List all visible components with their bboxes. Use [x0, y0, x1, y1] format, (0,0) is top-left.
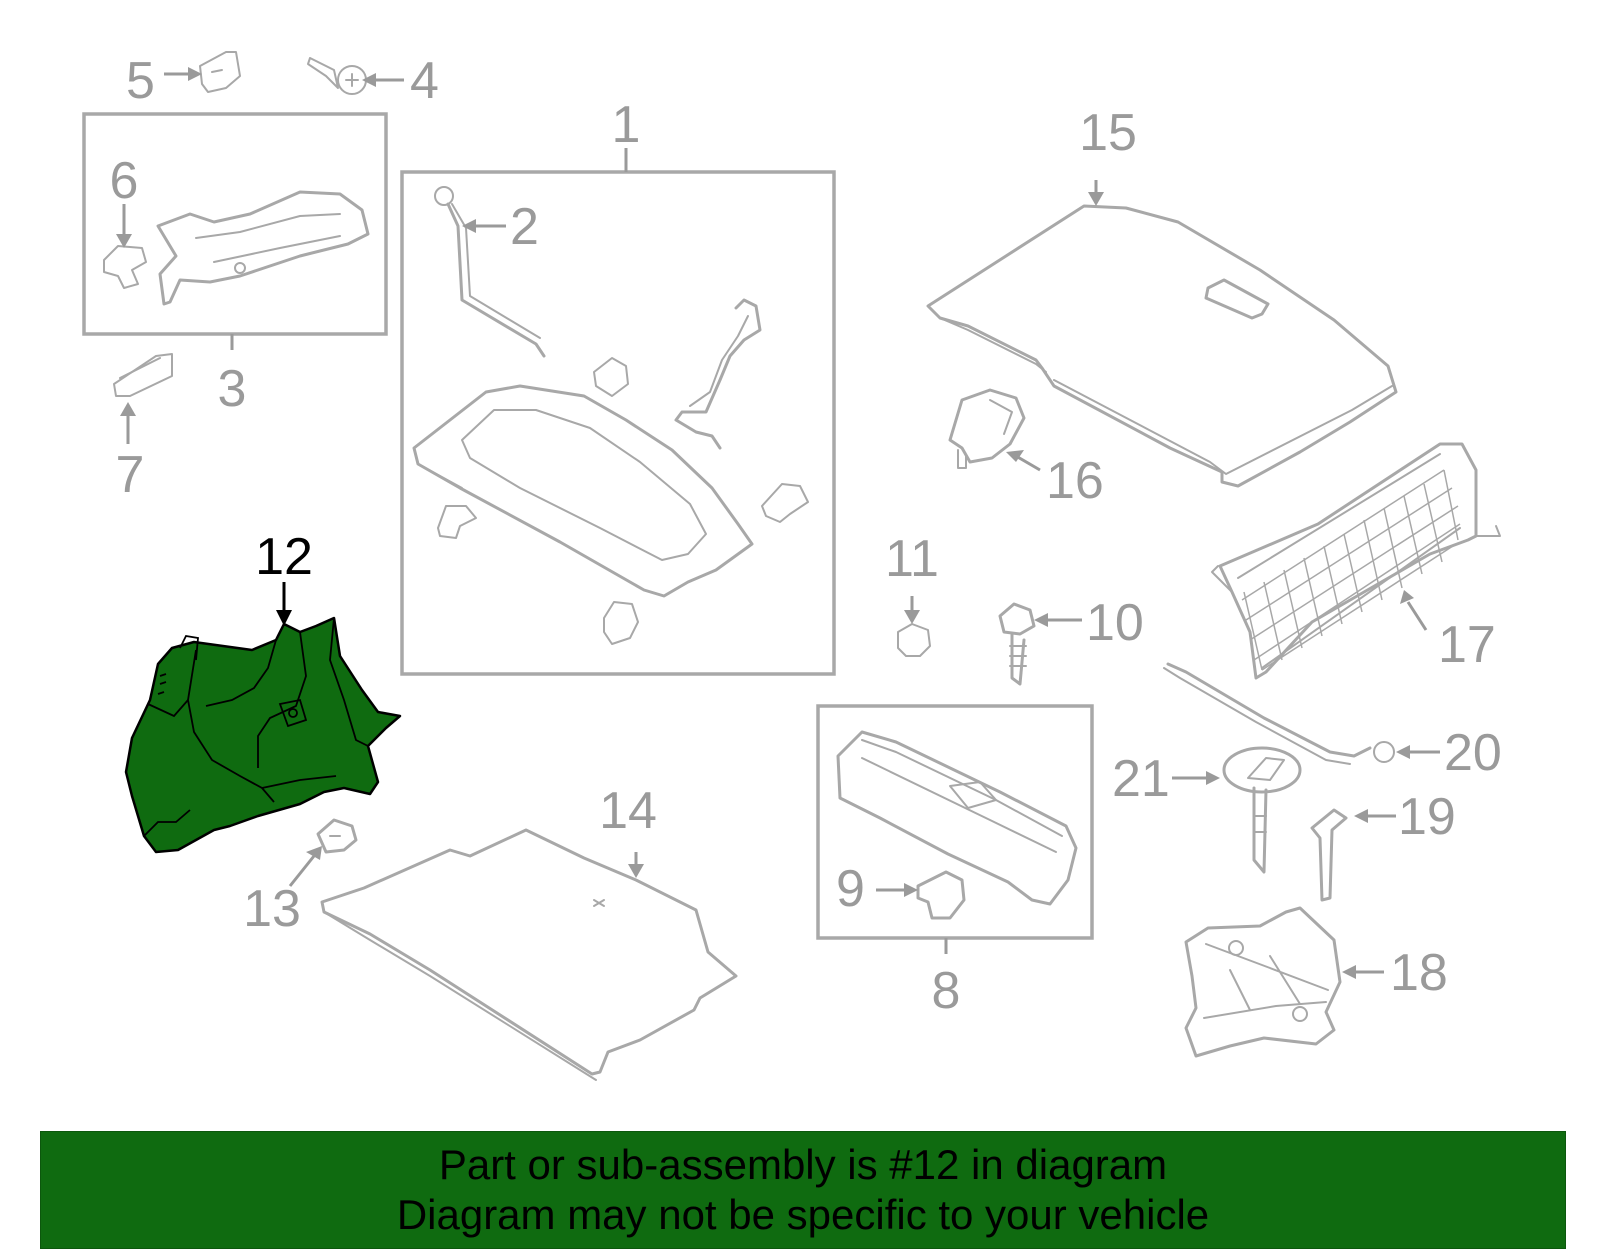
part-3-group-box: [82, 112, 388, 336]
callout-3: 3: [218, 360, 247, 418]
callout-7: 7: [116, 446, 145, 504]
part-3-trim-bracket: [156, 190, 370, 306]
part-1-clip-c: [761, 483, 809, 523]
callout-19: 19: [1398, 788, 1456, 846]
part-12-quarter-trim-panel-highlighted: [124, 616, 402, 854]
part-14-trunk-floor-mat: [320, 828, 738, 1081]
part-18-jack: [1184, 906, 1342, 1058]
part-13-push-pin: [316, 818, 358, 854]
callout-1: 1: [612, 96, 641, 154]
callout-2: 2: [510, 198, 539, 256]
part-1-package-shelf: [412, 384, 754, 598]
caption-banner: Part or sub-assembly is #12 in diagram D…: [40, 1131, 1566, 1249]
callout-13: 13: [243, 880, 301, 938]
callout-9: 9: [836, 860, 865, 918]
callout-15: 15: [1079, 104, 1137, 162]
part-8-scuff-plate: [836, 730, 1078, 906]
part-19-hook: [1310, 808, 1348, 902]
callout-10: 10: [1086, 594, 1144, 652]
part-1-clip-b: [437, 505, 477, 539]
callout-5: 5: [126, 52, 155, 110]
part-7-bracket: [113, 353, 173, 397]
part-20-jack-handle: [1163, 662, 1395, 765]
callout-17: 17: [1438, 616, 1496, 674]
callout-16: 16: [1046, 452, 1104, 510]
callout-20: 20: [1444, 724, 1502, 782]
callout-4: 4: [410, 52, 439, 110]
callout-12: 12: [255, 528, 313, 586]
callout-11: 11: [885, 530, 939, 588]
callout-14: 14: [599, 782, 657, 840]
part-5-clip: [199, 51, 241, 93]
part-17-cargo-net: [1211, 442, 1501, 680]
part-16-bracket: [948, 388, 1026, 469]
caption-line-2: Diagram may not be specific to your vehi…: [396, 1191, 1210, 1238]
part-1-group-box: [400, 170, 836, 676]
part-9-clip: [916, 870, 966, 920]
part-6-clip: [103, 245, 147, 289]
callout-8: 8: [932, 962, 961, 1020]
callout-21: 21: [1112, 750, 1170, 808]
caption-line-1: Part or sub-assembly is #12 in diagram: [438, 1141, 1168, 1188]
part-11-nut: [897, 623, 931, 657]
callout-6: 6: [110, 152, 139, 210]
part-4-push-pin: [307, 57, 367, 95]
part-21-spare-hold-down: [1222, 746, 1302, 874]
part-8-group-box: [816, 704, 1094, 940]
part-15-cargo-cover: [926, 204, 1398, 488]
part-10-bolt: [998, 602, 1036, 686]
part-1-support-rod-right: [674, 298, 762, 450]
part-1-clip-d: [603, 601, 639, 645]
part-2-support-rod: [434, 186, 546, 358]
callout-18: 18: [1390, 944, 1448, 1002]
part-1-clip-a: [593, 357, 629, 397]
